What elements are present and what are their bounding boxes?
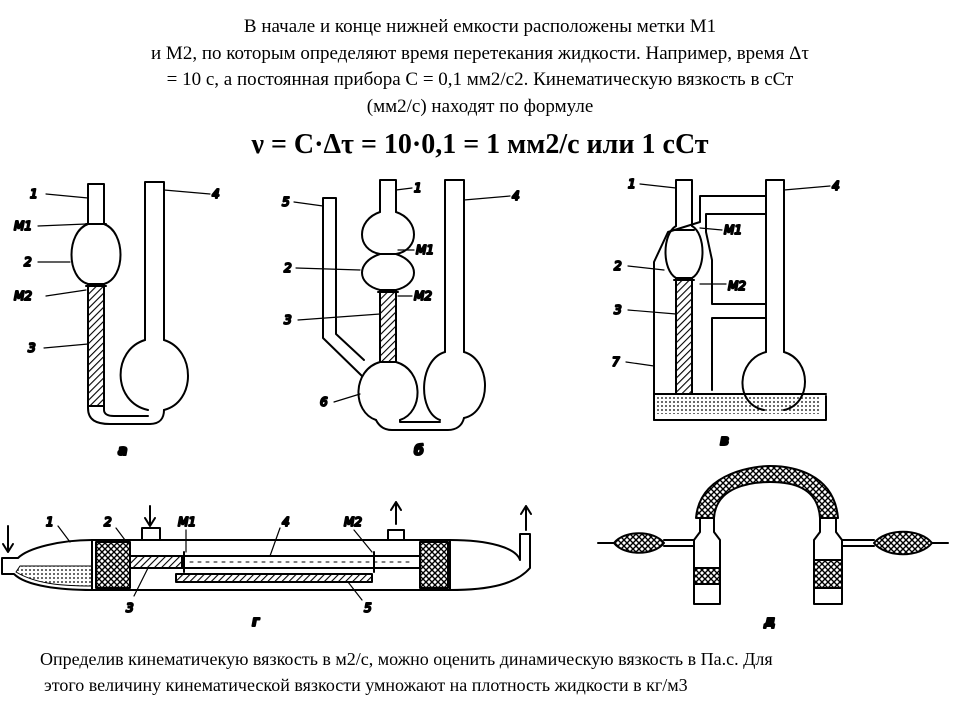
figure-d-caption: д [763,614,775,630]
figure-b-tube-5 [322,197,365,377]
intro-text: В начале и конце нижней емкости располож… [40,14,920,120]
figure-g-arrow-up-right [520,505,532,531]
figure-g-label-3: 3 [126,601,134,615]
figure-g-label-M1: M1 [178,515,196,529]
figure-v-liquid [656,394,820,414]
intro-line-3: = 10 с, а постоянная прибора С = 0,1 мм2… [166,69,794,90]
figure-v-bulb-2 [664,225,704,279]
figure-a-label-1: 1 [30,187,38,201]
figure-v-reservoir-bulb [741,351,806,411]
figure-b-bulb-upper [361,211,415,255]
figure-g-left-end [1,539,93,591]
figure-g-label-5: 5 [364,601,372,615]
figure-b-label-4: 4 [512,189,520,203]
figure-v-label-4: 4 [832,179,840,193]
figure-g-label-4: 4 [282,515,290,529]
figure-b: 5 1 4 2 M1 M2 3 6 б [281,179,521,460]
figure-g-inner-tube-hatched [129,555,183,569]
figure-g-left-stopper [95,541,131,589]
figure-d-right-side-arm [841,539,875,547]
figure-g-right-stopper [419,541,449,589]
outro-line-1: Определив кинематичекую вязкость в м2/с,… [40,649,773,669]
figure-a-capillary-3 [87,283,105,407]
outro-text: Определив кинематичекую вязкость в м2/с,… [40,646,920,698]
figure-v-label-M1: M1 [724,223,742,237]
figure-b-tube-1 [379,179,397,213]
figure-v-jacket-7 [653,195,767,421]
figure-g-capillary-4 [181,555,421,569]
figure-v-label-7: 7 [612,355,620,369]
figure-g-label-1: 1 [46,515,54,529]
figure-b-bulb-2 [361,253,415,291]
figure-d-left-grip [693,567,721,585]
figure-v-label-1: 1 [628,177,636,191]
figure-b-leaders [293,187,511,403]
figure-a-label-M2: M2 [14,289,32,303]
figure-v: 1 4 M1 2 M2 3 7 в [611,176,841,450]
figure-g-jacket [91,539,451,591]
figure-g-top-port-right [387,529,405,541]
figure-d-right-bulb [873,530,933,556]
figure-g-caption: г [252,614,260,630]
figure-a-tube-1 [87,183,105,225]
figure-v-caption: в [720,433,729,449]
intro-line-1: В начале и конце нижней емкости располож… [243,16,717,37]
figure-a-bulb-2 [70,223,122,285]
figure-g-label-2: 2 [104,515,112,529]
figure-g-leaders [57,525,373,601]
figure-v-label-2: 2 [614,259,622,273]
figure-a-label-M1: M1 [14,219,32,233]
figure-a: 1 M1 2 M2 3 4 а [13,181,221,460]
outro-line-2: этого величину кинематической вязкости у… [44,675,688,695]
figure-d-right-grip [813,559,843,589]
figure-g: 1 2 M1 4 M2 3 5 г [1,501,532,631]
figure-g-thermometer-5 [175,573,373,583]
figure-b-label-6: 6 [320,395,328,409]
viscosity-formula: ν = С·Δτ = 10·0,1 = 1 мм2/с или 1 сСт [251,129,709,160]
intro-line-4: (мм2/с) находят по формуле [366,95,594,117]
figure-v-label-3: 3 [614,303,622,317]
figure-b-label-3: 3 [284,313,292,327]
figure-g-arrow-left [2,525,14,553]
figure-v-capillary-3 [675,277,693,395]
figure-g-top-port-left [141,527,161,541]
figure-b-label-1: 1 [414,181,422,195]
figure-v-tube-4 [765,179,785,353]
figure-d-left-body [693,517,721,605]
figure-g-label-M2: M2 [344,515,362,529]
figure-v-leaders [625,183,831,367]
figure-b-capillary-3 [379,289,397,363]
figure-d-left-side-arm [663,539,695,547]
figure-b-label-2: 2 [284,261,292,275]
figure-a-caption: а [118,443,127,459]
figure-b-bulb-6 [357,361,419,421]
figure-a-u-bend [87,283,165,425]
figure-d: д [597,465,949,631]
figure-g-arrow-up-mid [390,501,402,525]
figure-d-arch-tube [695,465,839,519]
figure-b-label-5: 5 [282,195,290,209]
figure-v-label-M2: M2 [728,279,746,293]
figure-b-label-M1: M1 [416,243,434,257]
figure-g-right-end [449,533,531,591]
intro-line-2: и М2, по которым определяют время перете… [151,42,809,64]
figure-b-reservoir-bulb [423,351,486,421]
figure-b-label-M2: M2 [414,289,432,303]
figure-g-arrow-down [144,505,156,527]
figure-v-tube-1 [675,179,693,227]
figure-a-tube-4 [144,181,165,341]
figure-a-reservoir-bulb [119,339,189,411]
figure-a-label-4: 4 [212,187,220,201]
figure-b-caption: б [414,443,424,459]
figure-b-tube-4 [444,179,465,353]
figure-a-label-2: 2 [24,255,32,269]
figure-a-label-3: 3 [28,341,36,355]
figure-g-left-liquid [15,565,93,587]
figure-d-left-bulb [613,532,665,554]
figure-b-u-bend [375,417,465,431]
figure-a-leaders [37,189,211,349]
